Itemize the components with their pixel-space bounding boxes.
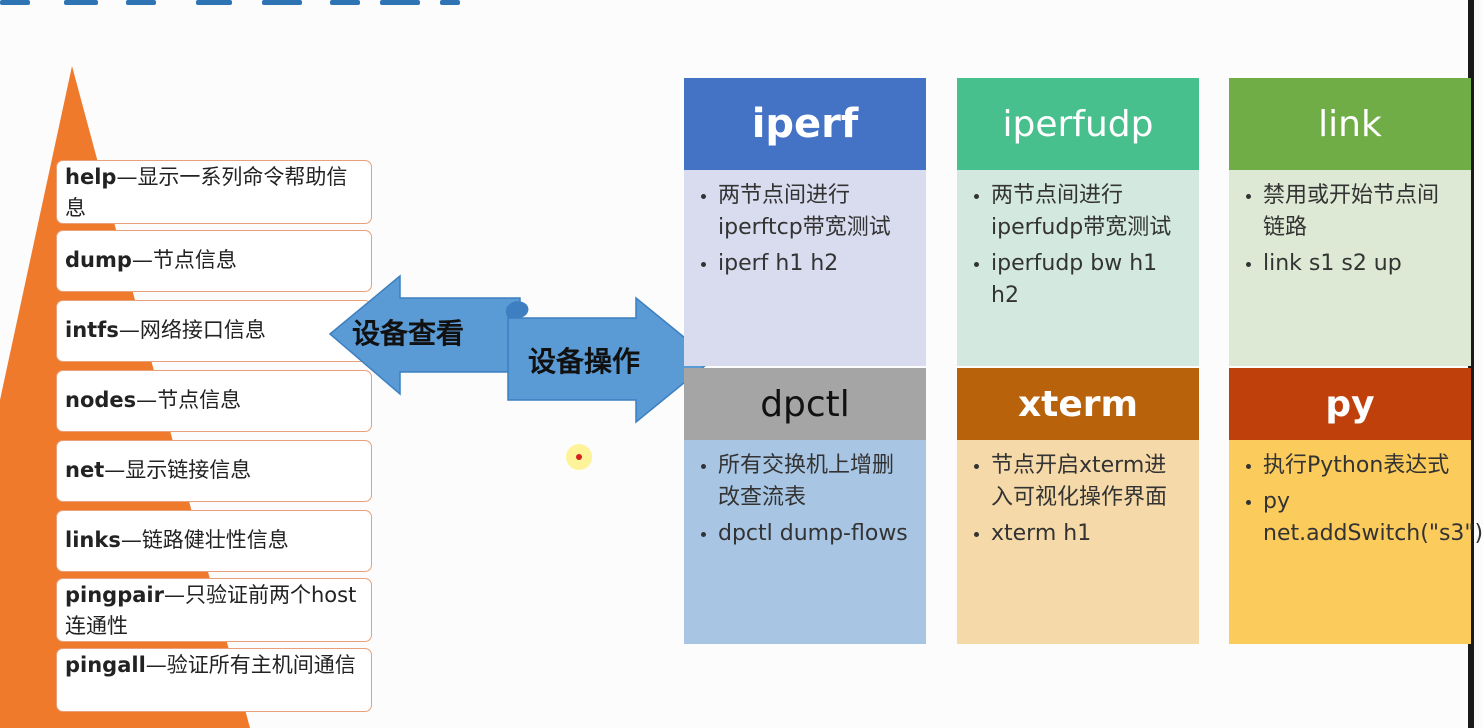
- card-py: py 执行Python表达式 py net.addSwitch("s3"): [1229, 368, 1483, 644]
- command-links: links—链路健壮性信息: [56, 510, 372, 572]
- card-body: 两节点间进行iperfudp带宽测试iperfudp bw h1 h2: [957, 170, 1199, 366]
- card-body: 执行Python表达式 py net.addSwitch("s3"): [1229, 440, 1483, 644]
- card-body: 所有交换机上增删改查流表 dpctl dump-flows: [684, 440, 926, 644]
- card-bullet: 节点开启xterm进入可视化操作界面: [991, 450, 1185, 514]
- command-name: help: [65, 165, 117, 189]
- card-title: py: [1325, 383, 1375, 425]
- card-bullet: iperfudp bw h1 h2: [991, 248, 1185, 312]
- card-bullet: 执行Python表达式: [1263, 450, 1457, 482]
- card-body: 禁用或开始节点间链路 link s1 s2 up: [1229, 170, 1471, 366]
- command-name: net: [65, 458, 105, 482]
- command-desc: —网络接口信息: [118, 318, 266, 342]
- card-title: link: [1318, 103, 1382, 145]
- command-name: intfs: [65, 318, 119, 342]
- title-strip: [0, 0, 1474, 10]
- command-name: pingall: [65, 653, 146, 677]
- card-dpctl: dpctl 所有交换机上增删改查流表 dpctl dump-flows: [684, 368, 926, 644]
- card-title: dpctl: [760, 383, 850, 425]
- operate-arrow: [507, 296, 714, 424]
- command-desc: —节点信息: [136, 388, 242, 412]
- card-iperf: iperf 两节点间进行iperftcp带宽测试 iperf h1 h2: [684, 78, 926, 366]
- card-bullet: dpctl dump-flows: [718, 518, 912, 550]
- command-name: nodes: [65, 388, 137, 412]
- card-title: iperf: [751, 101, 859, 147]
- command-desc: —节点信息: [131, 248, 237, 272]
- card-bullet: 两节点间进行iperftcp带宽测试: [718, 180, 912, 244]
- command-desc: —显示链接信息: [104, 458, 252, 482]
- card-bullet: 所有交换机上增删改查流表: [718, 450, 912, 514]
- card-header: iperfudp: [957, 78, 1199, 170]
- pointer-dot: [576, 454, 582, 460]
- card-bullet: 禁用或开始节点间链路: [1263, 180, 1457, 244]
- card-title: xterm: [1017, 383, 1139, 425]
- scroll-curl: [505, 301, 529, 318]
- card-header: xterm: [957, 368, 1199, 440]
- command-pingpair: pingpair—只验证前两个host连通性: [56, 578, 372, 642]
- view-label: 设备查看: [352, 317, 465, 350]
- command-desc: —只验证前两个host连通性: [65, 583, 357, 638]
- card-header: py: [1229, 368, 1471, 440]
- card-bullet: iperf h1 h2: [718, 248, 912, 280]
- command-name: pingpair: [65, 583, 164, 607]
- command-help: help—显示一系列命令帮助信息: [56, 160, 372, 224]
- card-header: iperf: [684, 78, 926, 170]
- card-header: dpctl: [684, 368, 926, 440]
- command-name: links: [65, 528, 121, 552]
- window-edge: [1468, 0, 1474, 728]
- arrows-graphic: [328, 274, 714, 424]
- command-desc: —链路健壮性信息: [120, 528, 289, 552]
- card-body: 节点开启xterm进入可视化操作界面 xterm h1: [957, 440, 1199, 644]
- command-desc: —显示一系列命令帮助信息: [65, 165, 348, 220]
- card-link: link 禁用或开始节点间链路 link s1 s2 up: [1229, 78, 1471, 366]
- card-header: link: [1229, 78, 1471, 170]
- command-intfs: intfs—网络接口信息: [56, 300, 372, 362]
- card-body: 两节点间进行iperftcp带宽测试 iperf h1 h2: [684, 170, 926, 366]
- card-title: iperfudp: [1002, 103, 1154, 145]
- card-iperfudp: iperfudp 两节点间进行iperfudp带宽测试iperfudp bw h1…: [957, 78, 1199, 366]
- command-desc: —验证所有主机间通信: [145, 653, 356, 677]
- card-bullet: py net.addSwitch("s3"): [1263, 486, 1483, 550]
- command-pingall: pingall—验证所有主机间通信: [56, 648, 372, 712]
- command-net: net—显示链接信息: [56, 440, 372, 502]
- card-bullet: 两节点间进行iperfudp带宽测试: [991, 180, 1185, 244]
- operate-label: 设备操作: [528, 345, 641, 378]
- card-bullet: link s1 s2 up: [1263, 248, 1457, 280]
- card-xterm: xterm 节点开启xterm进入可视化操作界面 xterm h1: [957, 368, 1199, 644]
- command-name: dump: [65, 248, 132, 272]
- card-bullet: xterm h1: [991, 518, 1185, 550]
- command-dump: dump—节点信息: [56, 230, 372, 292]
- command-nodes: nodes—节点信息: [56, 370, 372, 432]
